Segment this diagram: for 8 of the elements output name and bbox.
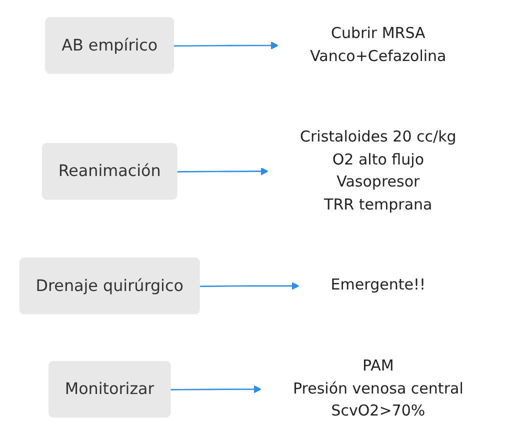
arrow — [174, 42, 279, 50]
arrow — [170, 385, 262, 394]
arrow — [177, 167, 269, 176]
node-text: Cristaloides 20 cc/kg O2 alto flujo Vasopresor TRR temprana — [300, 128, 456, 214]
node-text: Cubrir MRSA Vanco+Cefazolina — [310, 24, 446, 65]
node-text: Emergente!! — [330, 276, 426, 294]
node-text: PAM Presión venosa central ScvO2>70% — [292, 357, 464, 420]
arrow — [200, 282, 300, 290]
